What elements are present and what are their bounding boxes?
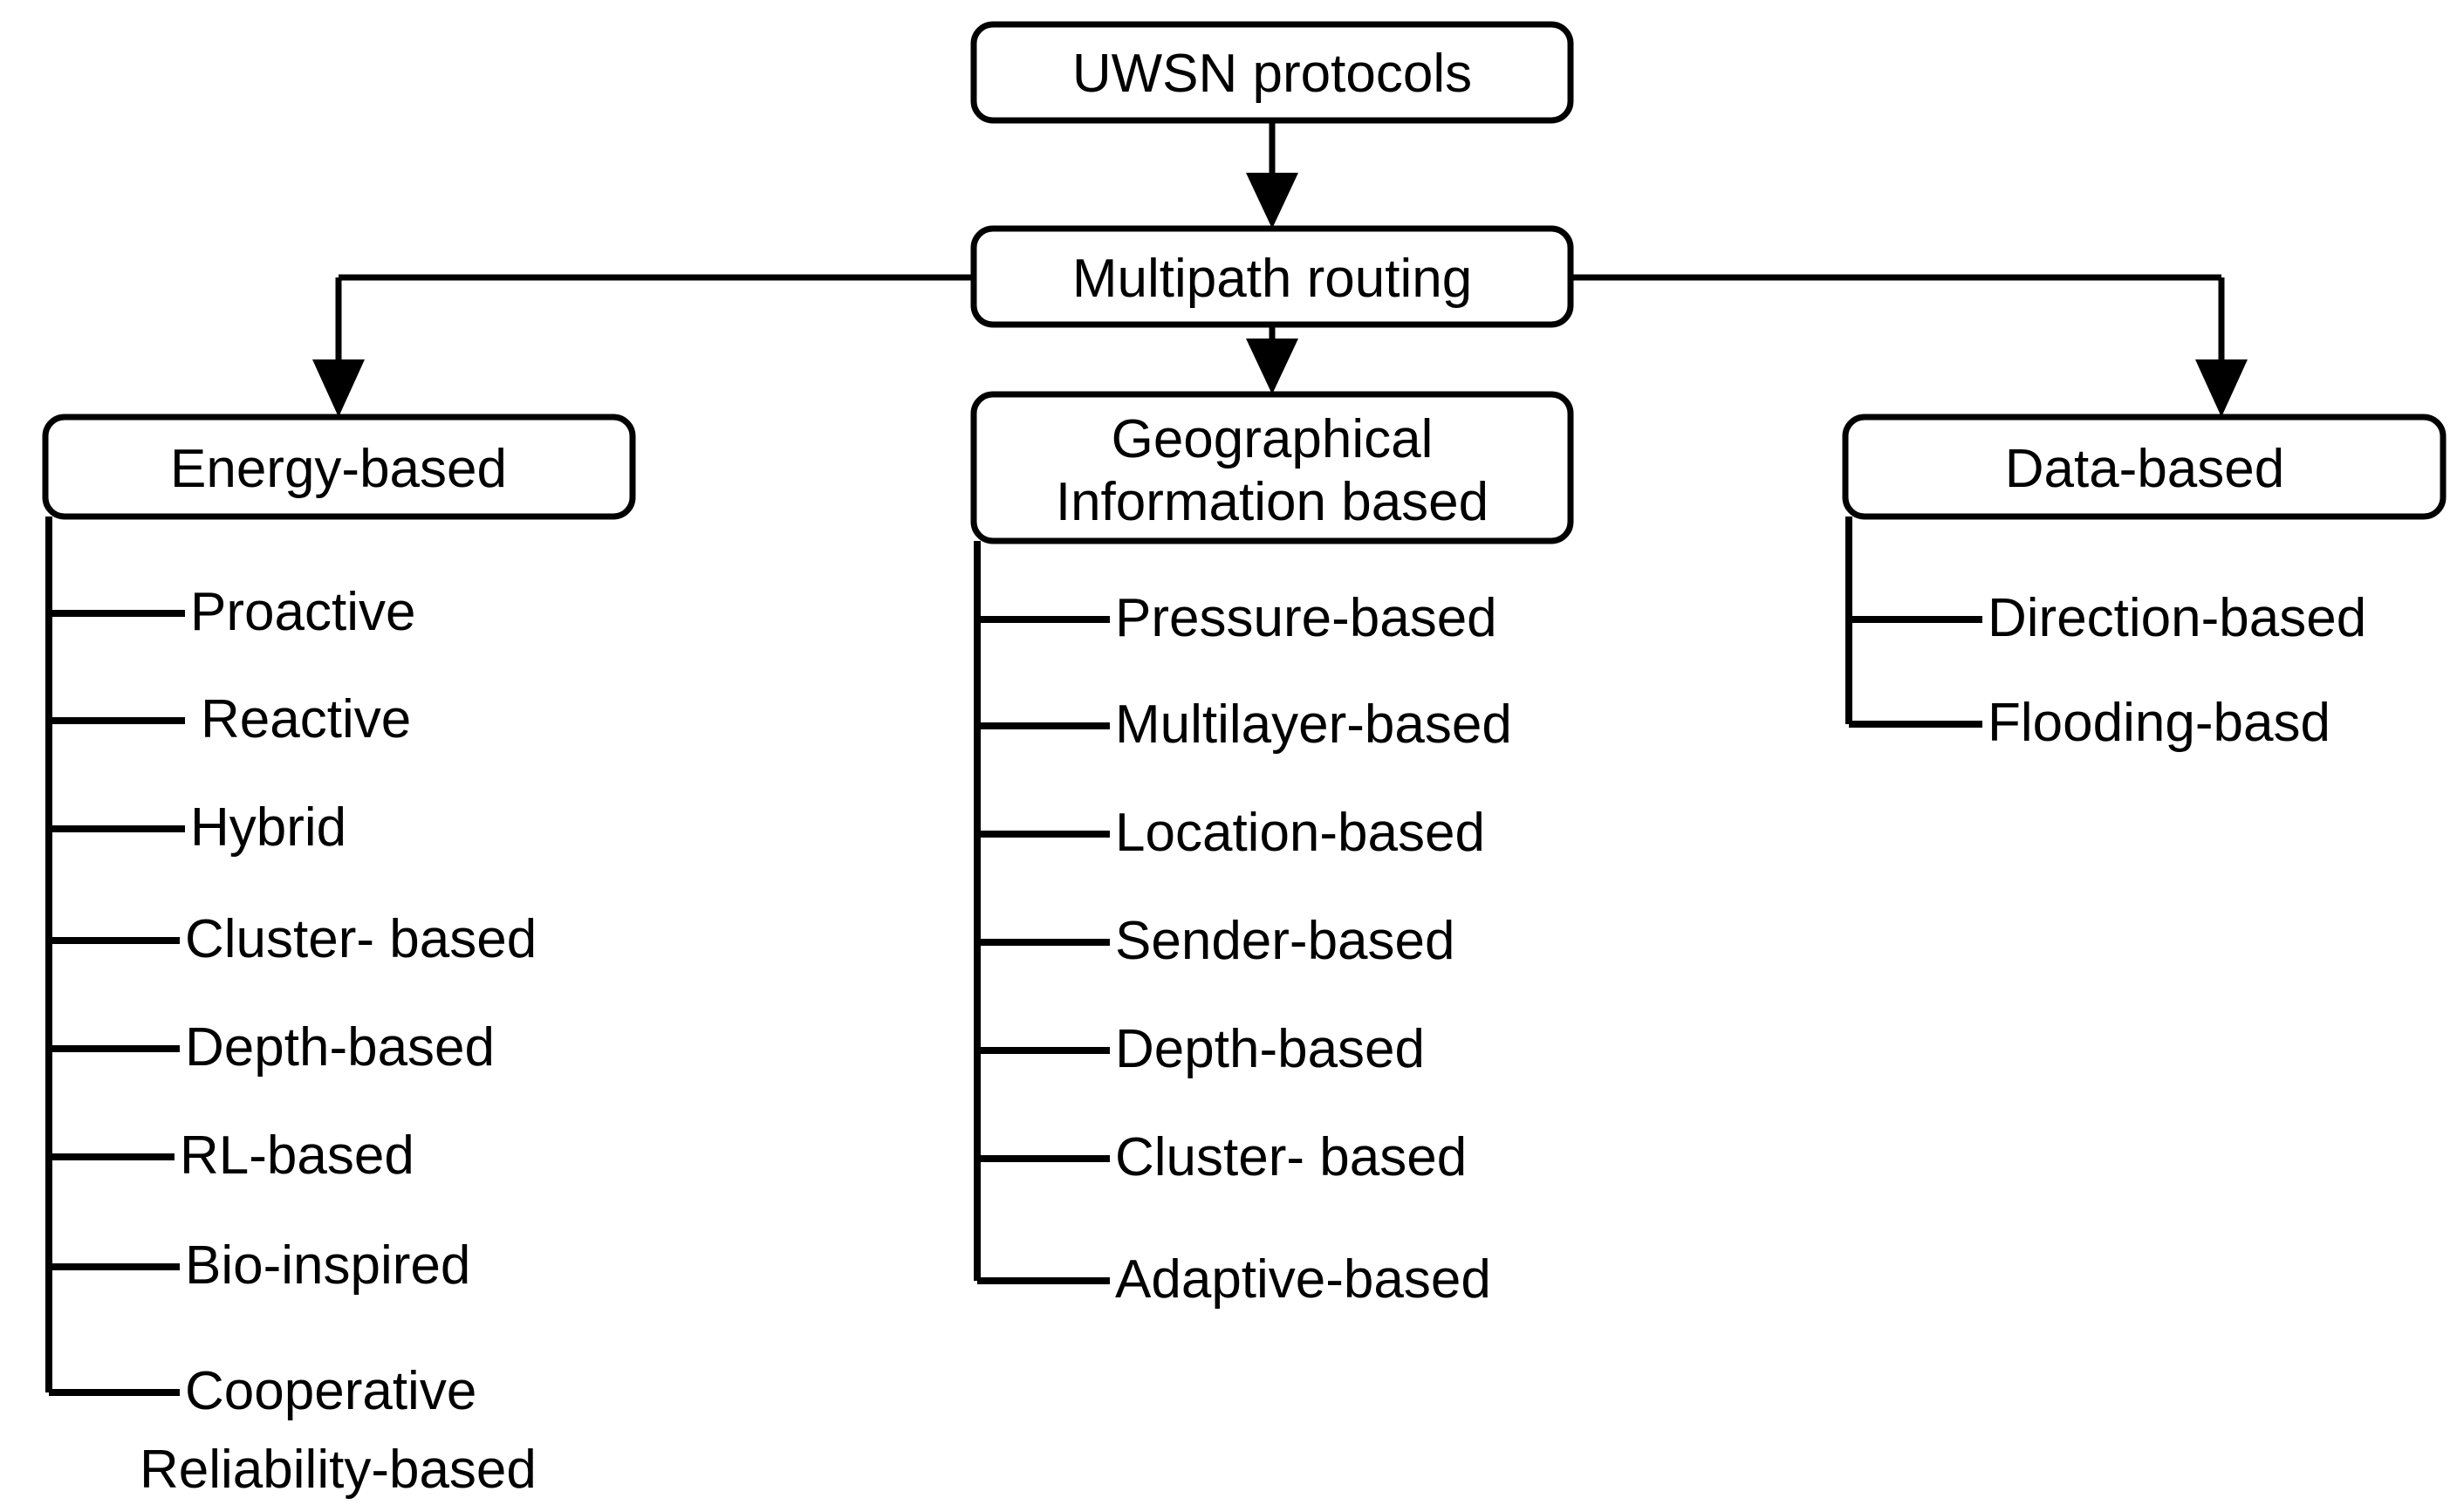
leaf-label: RL-based [180, 1125, 414, 1186]
node-geographical-label-line1: Geographical [1112, 409, 1434, 469]
node-uwsn-protocols-box [970, 21, 1574, 124]
leaf-item: Flooding-basd [1849, 693, 2330, 753]
leaf-label: Hybrid [190, 797, 346, 858]
leaf-label: Proactive [190, 582, 415, 642]
leaf-item: Reactive [49, 689, 411, 749]
leaf-item: Cooperative [49, 1361, 476, 1421]
leaf-label: Pressure-based [1115, 588, 1497, 648]
leaf-item: Hybrid [49, 797, 346, 858]
leaf-item: Pressure-based [977, 588, 1497, 648]
arrow-head-icon [2195, 359, 2248, 417]
leaf-label: Depth-based [185, 1017, 495, 1078]
leaf-label: Reactive [201, 689, 411, 749]
connector-multipath-to-data [1571, 274, 2248, 417]
leaf-item: Direction-based [1849, 588, 2366, 648]
leaf-item: Multilayer-based [977, 694, 1512, 755]
node-energy-based-label: Energy-based [170, 439, 507, 499]
node-uwsn-protocols: UWSN protocols [970, 21, 1574, 124]
connector-multipath-to-energy [312, 274, 974, 417]
leaf-item: Depth-based [977, 1019, 1425, 1079]
leaf-item: Cluster- based [977, 1127, 1467, 1187]
leaf-item: RL-based [49, 1125, 414, 1186]
node-energy-based-box [42, 414, 636, 520]
leaf-label: Adaptive-based [1115, 1249, 1491, 1310]
leaf-item: Adaptive-based [977, 1249, 1491, 1310]
leaf-label: Direction-based [1988, 588, 2366, 648]
leaf-label: Flooding-basd [1988, 693, 2330, 753]
leaf-label: Cluster- based [185, 909, 537, 969]
leaf-label: Depth-based [1115, 1019, 1425, 1079]
node-data-based-label: Data-based [2005, 439, 2285, 499]
leaf-label-continuation: Reliability-based [140, 1440, 537, 1500]
leaf-label: Cooperative [185, 1361, 476, 1421]
connector-multipath-to-geographical [1246, 325, 1298, 394]
leaf-item: Location-based [977, 803, 1485, 863]
leaf-label: Cluster- based [1115, 1127, 1467, 1187]
branch-energy-based: Energy-based Proactive Reactive Hybrid C… [42, 414, 636, 1500]
node-geographical-box [970, 391, 1574, 544]
leaf-label: Sender-based [1115, 911, 1455, 971]
arrow-uwsn-to-multipath [1246, 122, 1298, 229]
leaf-label: Location-based [1115, 803, 1485, 863]
node-uwsn-protocols-label: UWSN protocols [1072, 44, 1472, 104]
branch-geographical-information-based: Geographical Information based Pressure-… [970, 391, 1574, 1310]
leaf-item: Depth-based [49, 1017, 495, 1078]
leaf-item: Cluster- based [49, 909, 537, 969]
node-data-based-box [1842, 414, 2447, 520]
arrow-head-icon [1246, 339, 1298, 394]
arrow-head-icon [1246, 173, 1298, 229]
arrow-head-icon [312, 359, 365, 417]
leaf-item: Sender-based [977, 911, 1455, 971]
node-geographical-label-line2: Information based [1056, 472, 1489, 532]
branch-data-based: Data-based Direction-based Flooding-basd [1842, 414, 2447, 753]
node-multipath-routing-label: Multipath routing [1072, 249, 1472, 309]
leaf-item: Bio-inspired [49, 1235, 470, 1296]
leaf-label: Multilayer-based [1115, 694, 1512, 755]
leaf-item: Proactive [49, 582, 415, 642]
node-multipath-routing: Multipath routing [970, 225, 1574, 328]
leaf-label: Bio-inspired [185, 1235, 470, 1296]
